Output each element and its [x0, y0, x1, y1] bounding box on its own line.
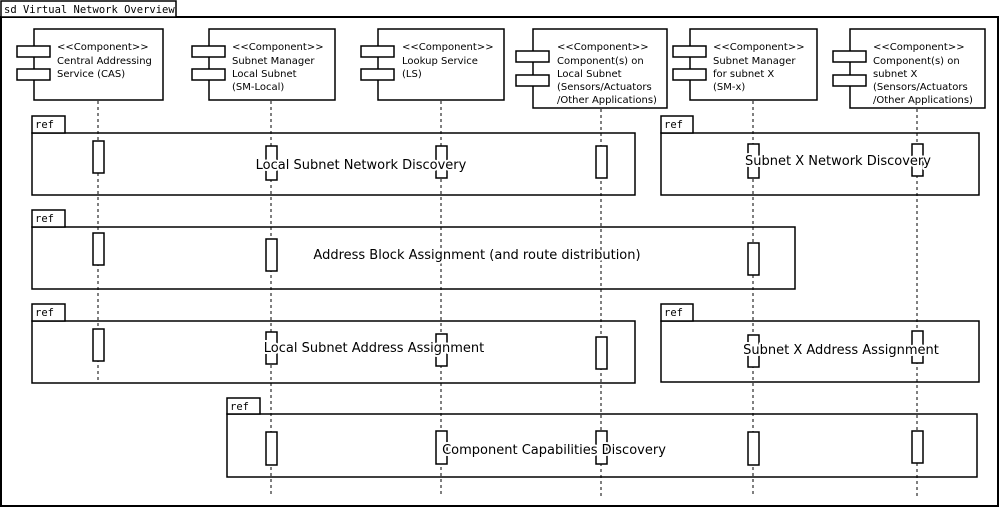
activation-bar: [435, 430, 448, 465]
activation-bar: [595, 430, 608, 465]
activation-bar: [595, 336, 608, 370]
component-label-sm-x: <<Component>> Subnet Manager for subnet …: [713, 42, 808, 93]
activation-bar: [92, 328, 105, 362]
ref-tag: [660, 303, 694, 322]
component-box-comp-x: [832, 28, 986, 109]
ref-fragment-address-block-assignment: [31, 226, 796, 290]
activation-bar: [747, 143, 760, 179]
ref-fragment-local-subnet-network-discovery: [31, 132, 636, 196]
activation-bar: [265, 331, 278, 365]
ref-tag: [31, 115, 66, 134]
activation-bar: [747, 334, 760, 368]
activation-bar: [911, 430, 924, 464]
component-box-sm-local: [191, 28, 336, 101]
activation-bar: [595, 145, 608, 179]
ref-tag: [31, 209, 66, 228]
activation-bar: [911, 330, 924, 364]
activation-bar: [92, 140, 105, 174]
ref-fragment-component-capabilities-discovery: [226, 413, 978, 478]
frame-title: sd Virtual Network Overview: [4, 4, 175, 16]
ref-fragment-local-subnet-address-assignment: [31, 320, 636, 384]
component-icon: [191, 45, 226, 58]
activation-bar: [265, 145, 278, 181]
ref-tag-label: ref: [35, 119, 54, 131]
frame-title-tab: [0, 0, 177, 18]
fragment-label-local-subnet-network-discovery: Local Subnet Network Discovery: [256, 158, 467, 173]
ref-tag: [31, 303, 66, 322]
activation-bar: [435, 145, 448, 179]
fragment-label-address-block-assignment: Address Block Assignment (and route dist…: [313, 248, 640, 263]
component-label-comp-x: <<Component>> Component(s) on subnet X (…: [873, 42, 973, 106]
activation-bar: [92, 232, 105, 266]
activation-bar: [911, 143, 924, 177]
fragment-label-subnet-x-address-assignment: Subnet X Address Assignment: [743, 343, 939, 358]
component-label-sm-local: <<Component>> Subnet Manager Local Subne…: [232, 42, 327, 93]
ref-tag-label: ref: [35, 213, 54, 225]
component-label-cas: <<Component>> Central Addressing Service…: [57, 42, 155, 80]
component-box-comp-local: [515, 28, 668, 109]
activation-bar: [747, 431, 760, 466]
ref-tag-label: ref: [230, 401, 249, 413]
ref-fragment-subnet-x-network-discovery: [660, 132, 980, 196]
fragment-label-local-subnet-address-assignment: Local Subnet Address Assignment: [264, 341, 484, 356]
activation-bar: [435, 333, 448, 367]
component-icon: [16, 45, 51, 58]
component-icon: [515, 50, 550, 63]
component-icon: [360, 45, 395, 58]
activation-bar: [747, 242, 760, 276]
ref-fragment-subnet-x-address-assignment: [660, 320, 980, 383]
component-box-ls: [360, 28, 505, 101]
activation-bar: [265, 431, 278, 466]
sequence-diagram-frame: [0, 16, 999, 507]
component-box-sm-x: [672, 28, 818, 101]
ref-tag: [226, 397, 261, 415]
component-label-ls: <<Component>> Lookup Service (LS): [402, 42, 497, 80]
ref-tag-label: ref: [35, 307, 54, 319]
activation-bar: [265, 238, 278, 272]
fragment-label-component-capabilities-discovery: Component Capabilities Discovery: [442, 443, 666, 458]
component-label-comp-local: <<Component>> Component(s) on Local Subn…: [557, 42, 657, 106]
ref-tag-label: ref: [664, 307, 683, 319]
component-box-cas: [16, 28, 164, 101]
ref-tag: [660, 115, 694, 134]
ref-tag-label: ref: [664, 119, 683, 131]
component-icon: [672, 45, 707, 58]
fragment-label-subnet-x-network-discovery: Subnet X Network Discovery: [745, 154, 931, 169]
component-icon: [832, 50, 867, 63]
